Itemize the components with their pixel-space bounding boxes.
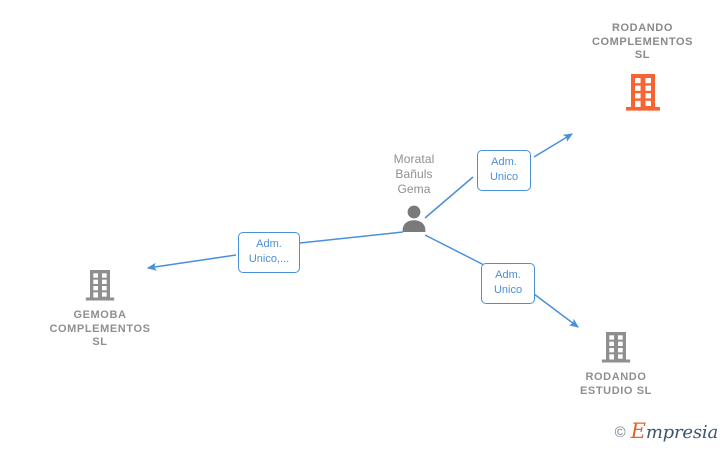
node-label: Moratal Bañuls Gema xyxy=(393,152,435,196)
brand-wordmark: Empresia xyxy=(630,419,719,443)
copyright-icon: © xyxy=(614,423,626,441)
node-rodando-estudio[interactable]: RODANDO ESTUDIO SL xyxy=(542,330,690,398)
node-moratal-banuls-gema[interactable]: Moratal Bañuls Gema xyxy=(359,152,469,233)
edge-to-rodando-estudio xyxy=(424,234,579,328)
edge-to-gemoba xyxy=(146,231,404,271)
node-label: RODANDO COMPLEMENTOS SL xyxy=(591,22,694,61)
role-label-rodando-complementos[interactable]: Adm. Unico xyxy=(477,150,531,191)
building-icon xyxy=(601,332,631,363)
edge-to-rodando-complementos xyxy=(424,133,574,219)
role-label-gemoba[interactable]: Adm. Unico,... xyxy=(238,232,300,273)
person-icon xyxy=(402,205,426,232)
empresia-watermark: © Empresia xyxy=(614,419,719,443)
node-label: RODANDO ESTUDIO SL xyxy=(579,371,652,397)
node-rodando-complementos[interactable]: RODANDO COMPLEMENTOS SL xyxy=(555,22,728,112)
building-icon xyxy=(625,73,660,111)
building-icon xyxy=(85,270,115,301)
node-gemoba-complementos[interactable]: GEMOBA COMPLEMENTOS SL xyxy=(26,268,174,350)
role-label-rodando-estudio[interactable]: Adm. Unico xyxy=(481,263,535,304)
node-label: GEMOBA COMPLEMENTOS SL xyxy=(49,309,151,348)
brand-initial: E xyxy=(630,419,646,443)
brand-rest: mpresia xyxy=(645,422,718,443)
